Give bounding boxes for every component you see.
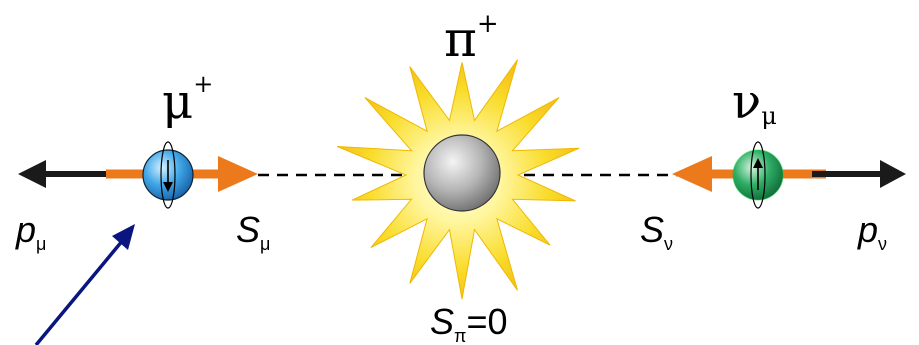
muon-momentum-label: pμ xyxy=(15,209,46,254)
muon-symbol-label: μ+ xyxy=(162,70,213,130)
neutrino-spin-label: Sν xyxy=(640,209,673,254)
neutrino-momentum-arrow xyxy=(812,160,906,188)
pion-spin-label: Sπ=0 xyxy=(430,301,507,345)
muon-sphere xyxy=(142,141,194,209)
neutrino-momentum-label: pν xyxy=(857,209,887,254)
pion-symbol-label: π+ xyxy=(444,9,499,68)
incoming-pointer-arrow xyxy=(34,224,135,345)
pion-sphere xyxy=(423,134,501,212)
muon-spin-label: Sμ xyxy=(236,209,270,254)
muon-momentum-arrow xyxy=(18,160,112,188)
neutrino-sphere xyxy=(732,141,784,209)
neutrino-symbol-label: νμ xyxy=(732,74,777,130)
